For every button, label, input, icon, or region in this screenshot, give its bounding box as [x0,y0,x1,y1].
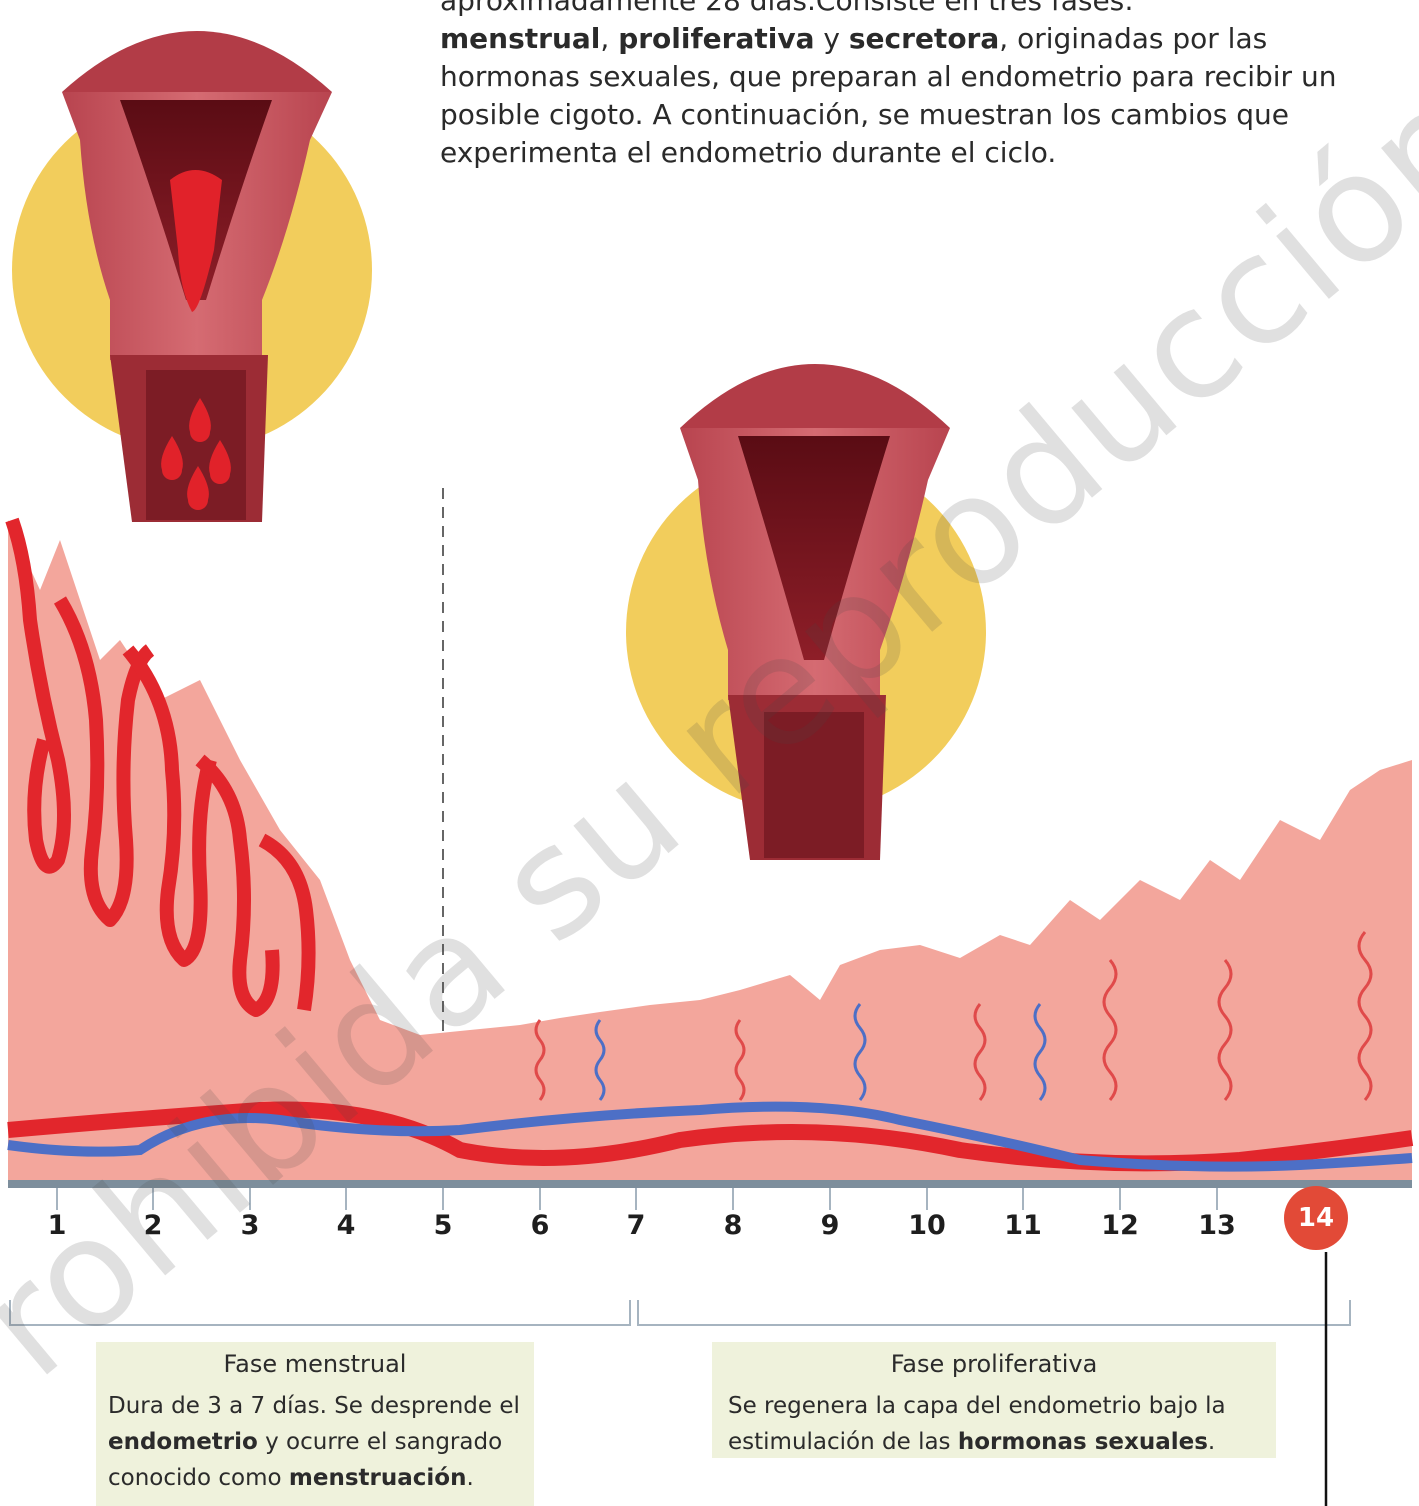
cervix-2-canal [764,712,864,858]
uterus-2-top [680,364,950,428]
uterus-1-top [62,31,332,92]
day-label: 8 [703,1210,763,1241]
uterus-proliferative [626,364,986,860]
day-label: 11 [993,1210,1053,1241]
phase-desc-text: . [1208,1429,1215,1455]
day-label: 13 [1187,1210,1247,1241]
phase-desc-bold: menstruación [289,1465,467,1491]
bracket-proliferative [638,1300,1350,1325]
day-label: 7 [606,1210,666,1241]
axis-band [8,1180,1412,1188]
phase-box-proliferative: Fase proliferativa Se regenera la capa d… [712,1342,1276,1458]
phase-title-menstrual: Fase menstrual [108,1346,522,1382]
day-label: 4 [316,1210,376,1241]
day-label: 9 [800,1210,860,1241]
phase-desc-text: . [466,1465,473,1491]
day-label: 2 [123,1210,183,1241]
day-label: 6 [510,1210,570,1241]
day-label: 12 [1090,1210,1150,1241]
bracket-menstrual [10,1300,630,1325]
uterus-menstrual [12,31,372,522]
day-label: 1 [27,1210,87,1241]
phase-desc-bold: hormonas sexuales [958,1429,1208,1455]
phase-box-menstrual: Fase menstrual Dura de 3 a 7 días. Se de… [96,1342,534,1506]
phase-desc-text: Dura de 3 a 7 días. Se desprende el [108,1393,520,1419]
day-14-badge: 14 [1284,1186,1348,1250]
axis-ticks [57,1188,1316,1210]
day-label: 5 [413,1210,473,1241]
phase-desc-menstrual: Dura de 3 a 7 días. Se desprende el endo… [108,1388,522,1496]
day-label: 10 [897,1210,957,1241]
day-label: 3 [220,1210,280,1241]
phase-desc-bold: endometrio [108,1429,258,1455]
phase-title-proliferative: Fase proliferativa [728,1346,1260,1382]
phase-desc-proliferative: Se regenera la capa del endometrio bajo … [728,1388,1260,1460]
